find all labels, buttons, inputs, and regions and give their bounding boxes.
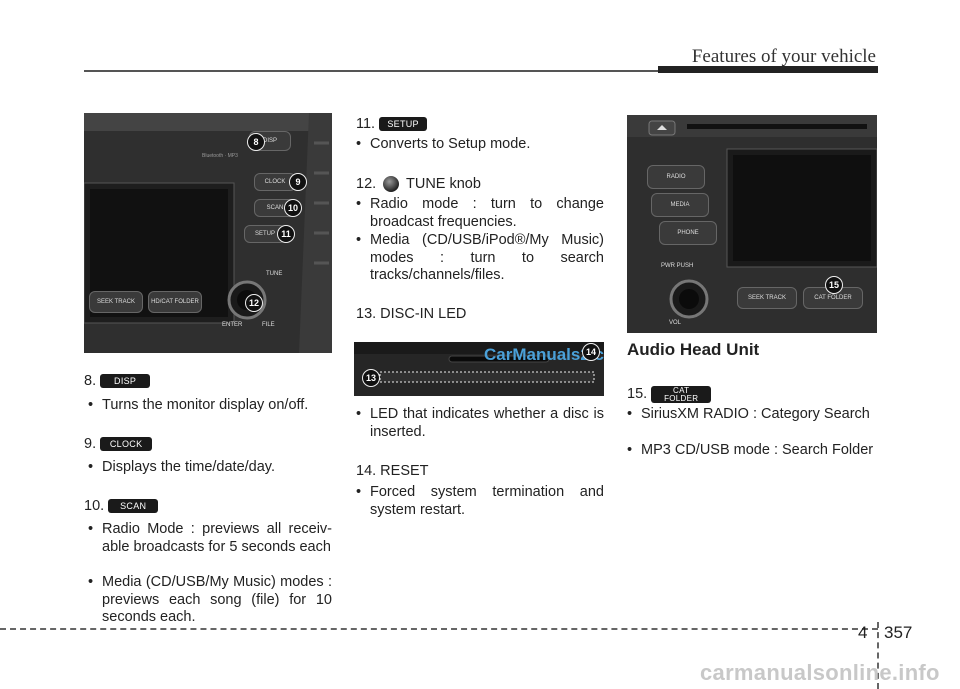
item-10-bullet-1: •Radio Mode : previews all receiv-able b… — [88, 521, 332, 555]
callout-11: 11 — [277, 225, 295, 243]
pwr-label-photo: PWR PUSH — [661, 263, 694, 269]
footer-watermark: carmanualsonline.info — [700, 660, 940, 685]
item-11-bullet: •Converts to Setup mode. — [356, 136, 531, 152]
brand-label: Bluetooth · MP3 — [202, 153, 238, 159]
item-number: 10. — [84, 498, 105, 514]
item-15-bullet-2: •MP3 CD/USB mode : Search Folder — [627, 442, 874, 458]
seek-button-photo: SEEK TRACK — [737, 287, 797, 309]
item-14-heading: 14. RESET — [356, 463, 429, 479]
tune-knob-icon — [383, 176, 400, 193]
tune-label-photo: TUNE — [266, 271, 283, 277]
chapter-number: 4 — [858, 623, 868, 642]
disp-badge: DISP — [100, 374, 151, 389]
setup-badge: SETUP — [379, 117, 428, 132]
item-13-heading: 13. DISC-IN LED — [356, 306, 467, 322]
carmanuals-watermark: CarManuals2.com — [484, 345, 604, 364]
section-title: Audio Head Unit — [627, 340, 760, 359]
item-15-heading: 15. CAT FOLDER — [627, 385, 712, 404]
bullet-dot: • — [356, 406, 362, 422]
seek-button-photo: SEEK TRACK — [89, 291, 143, 313]
bullet-dot: • — [88, 459, 94, 475]
item-number: 8. — [84, 373, 97, 389]
tune-knob-label: TUNE knob — [405, 176, 481, 192]
page-number: 357 — [884, 623, 913, 642]
callout-14: 14 — [582, 343, 600, 361]
item-15-bullet-1: •SiriusXM RADIO : Category Search — [627, 406, 870, 422]
callout-10: 10 — [284, 199, 302, 217]
item-12-bullet-1: •Radio mode : turn to change broadcast f… — [356, 196, 604, 230]
item-11-heading: 11. SETUP — [356, 115, 428, 134]
item-number: 12. — [356, 176, 377, 192]
bullet-dot: • — [356, 484, 362, 500]
callout-9: 9 — [289, 173, 307, 191]
item-12-bullet-2: •Media (CD/USB/iPod®/My Music) modes : t… — [356, 232, 604, 283]
disc-slot-photo: CarManuals2.com 13 14 — [354, 342, 604, 396]
bullet-dot: • — [88, 574, 94, 590]
setup-button-photo: SETUP — [244, 225, 286, 243]
running-header: Features of your vehicle — [691, 46, 876, 67]
bullet-dot: • — [356, 232, 362, 248]
file-label-photo: FILE — [262, 322, 275, 328]
callout-8: 8 — [247, 133, 265, 151]
item-14-bullet: •Forced system termination and system re… — [356, 484, 604, 518]
item-number: 15. — [627, 386, 648, 402]
disc-slot-illustration — [354, 342, 604, 396]
media-button-photo: MEDIA — [651, 193, 709, 217]
item-10-bullet-2: •Media (CD/USB/My Music) modes : preview… — [88, 574, 332, 625]
item-13-bullet: •LED that indicates whether a disc is in… — [356, 406, 604, 440]
bullet-dot: • — [356, 196, 362, 212]
footer-divider — [877, 622, 879, 689]
head-unit-illustration — [84, 113, 332, 353]
bullet-dot: • — [88, 397, 94, 413]
item-number: 9. — [84, 436, 97, 452]
header-rule — [84, 70, 658, 72]
item-12-heading: 12. TUNE knob — [356, 175, 481, 194]
item-8-bullet: •Turns the monitor display on/off. — [88, 397, 309, 413]
enter-label-photo: ENTER — [222, 322, 243, 328]
item-8-heading: 8. DISP — [84, 372, 151, 391]
callout-13: 13 — [362, 369, 380, 387]
phone-button-photo: PHONE — [659, 221, 717, 245]
radio-button-photo: RADIO — [647, 165, 705, 189]
head-unit-photo-left: DISP Bluetooth · MP3 CLOCK SCAN SETUP TU… — [84, 113, 332, 353]
footer-rule — [0, 628, 878, 630]
header-bar — [658, 66, 878, 73]
item-number: 11. — [356, 116, 376, 132]
bullet-dot: • — [88, 521, 94, 537]
callout-12: 12 — [245, 294, 263, 312]
scan-badge: SCAN — [108, 499, 159, 514]
item-10-heading: 10. SCAN — [84, 497, 159, 516]
folder-button-photo: HD/CAT FOLDER — [148, 291, 202, 313]
item-9-bullet: •Displays the time/date/day. — [88, 459, 276, 475]
cat-folder-badge: CAT FOLDER — [651, 385, 712, 403]
head-unit-photo-right: RADIO MEDIA PHONE PWR PUSH VOL SEEK TRAC… — [627, 115, 877, 333]
clock-badge: CLOCK — [100, 437, 153, 452]
vol-label-photo: VOL — [669, 320, 682, 326]
bullet-dot: • — [356, 136, 362, 152]
item-9-heading: 9. CLOCK — [84, 435, 153, 454]
bullet-dot: • — [627, 442, 633, 458]
callout-15: 15 — [825, 276, 843, 294]
bullet-dot: • — [627, 406, 633, 422]
